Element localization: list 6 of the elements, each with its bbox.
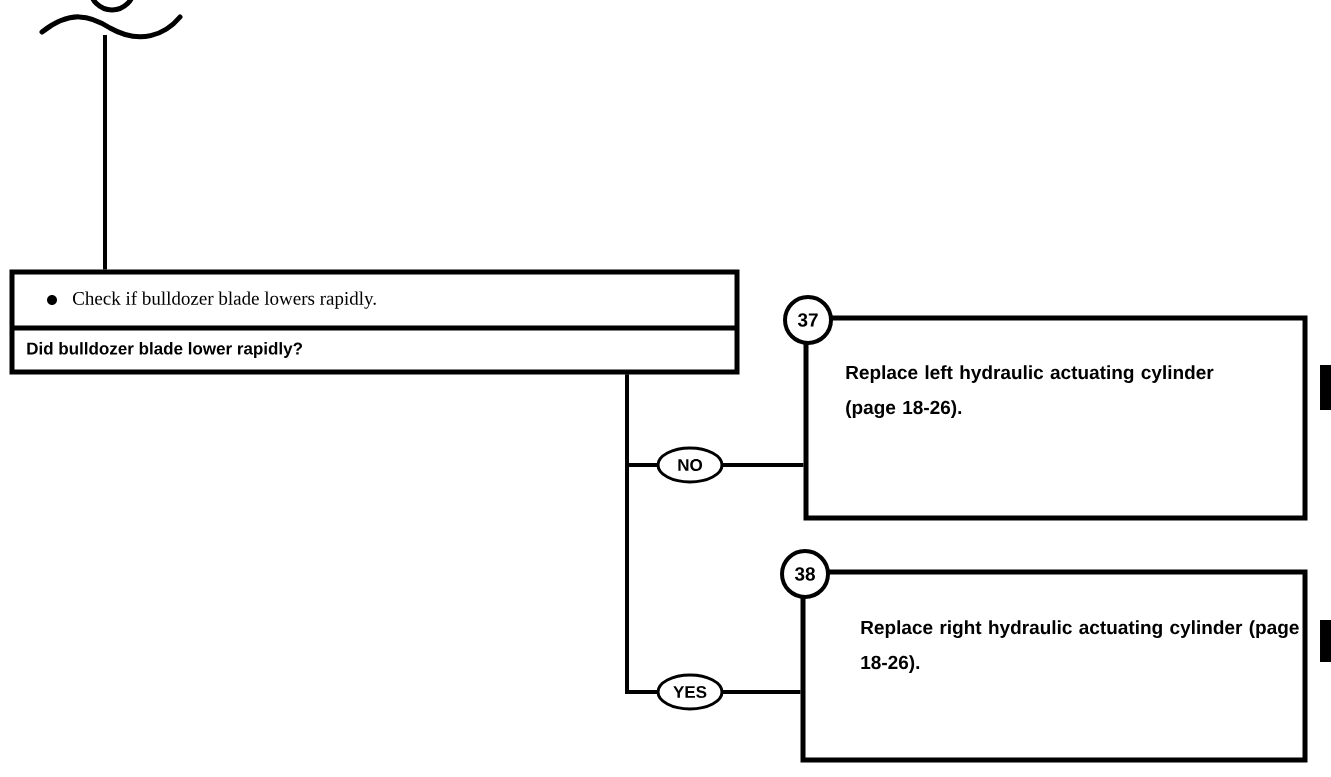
edge-label: NO [656, 446, 724, 484]
process-box: 38 Replace right hydraulic actuating cylinder (page 18-26). [780, 549, 1308, 763]
process-box: 37 Replace left hydraulic actuating cylinder (page 18-26). [783, 295, 1308, 521]
edge-label: YES [656, 673, 724, 711]
connector-line [103, 35, 107, 270]
process-box: Check if bulldozer blade lowers rapidly. Did bulldozer blade lower rapidly? [9, 269, 740, 375]
